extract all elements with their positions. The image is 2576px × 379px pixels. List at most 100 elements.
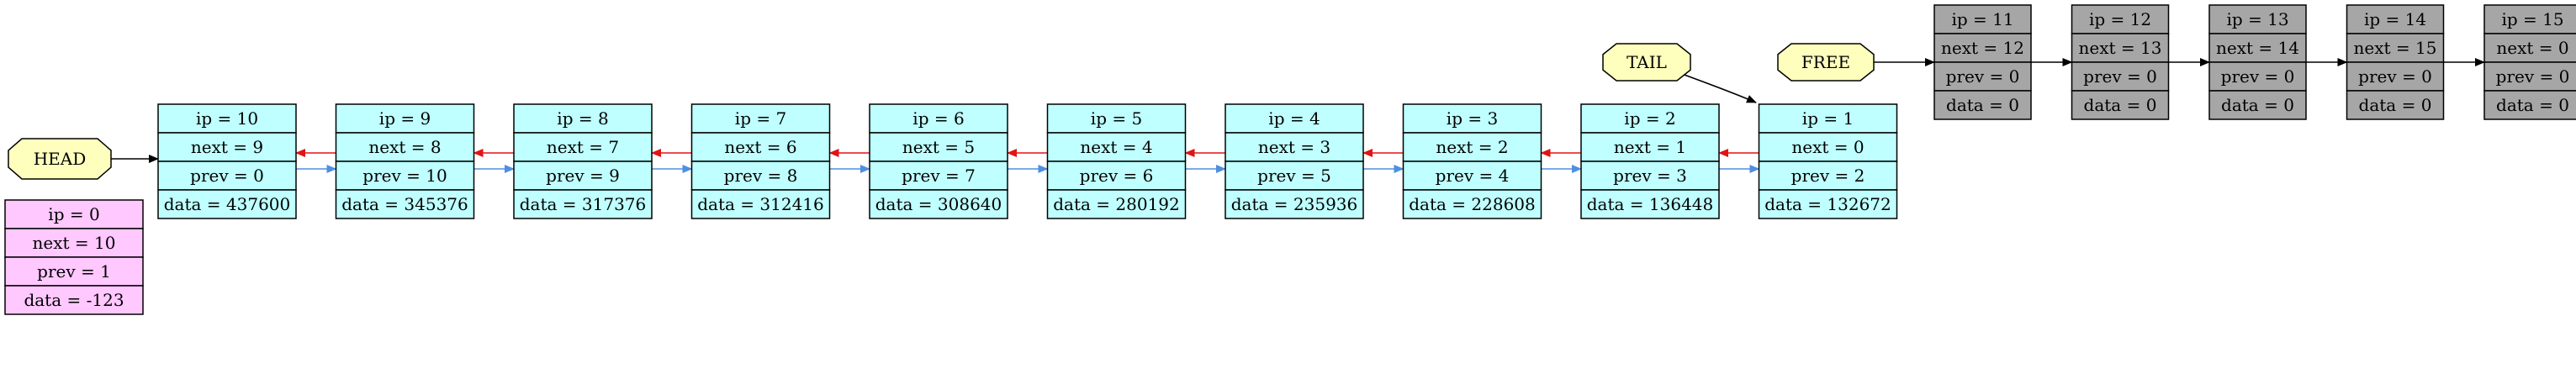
zero-node-next-cell (4, 228, 144, 258)
free-node-ip-cell (2208, 4, 2307, 34)
list-node-1-ip-cell (157, 103, 297, 134)
list-node-10-next-cell (1758, 132, 1898, 162)
zero-node-next-text: next = 10 (33, 233, 116, 253)
free-node-next-cell (1933, 33, 2032, 63)
free-node-ip-cell (1933, 4, 2032, 34)
zero-node-prev-cell (4, 256, 144, 287)
list-node-9: ip = 2 next = 1 prev = 3 data = 136448 (1580, 103, 1720, 219)
list-node-5-next-text: next = 5 (902, 137, 975, 157)
free-node-data-text: data = 0 (2084, 95, 2157, 115)
list-node-3-data-cell (513, 189, 653, 219)
list-node-9-data-cell (1580, 189, 1720, 219)
list-node-7-prev-text: prev = 5 (1257, 166, 1331, 186)
free-label: FREE (1777, 43, 1875, 82)
list-node-5-data-cell (869, 189, 1008, 219)
free-node-ip-text: ip = 11 (1951, 9, 2013, 29)
tail-arrow (1681, 73, 1757, 103)
head-label-text: HEAD (34, 149, 87, 169)
free-node-data-cell (2071, 90, 2170, 120)
list-node-6-prev-text: prev = 6 (1080, 166, 1154, 186)
free-node-ip-text: ip = 15 (2501, 9, 2563, 29)
free-node-data-cell (2208, 90, 2307, 120)
tail-label-shape (1602, 43, 1691, 82)
list-node-4-prev-text: prev = 8 (724, 166, 798, 186)
list-node-3-next-text: next = 7 (547, 137, 619, 157)
list-node-4-data-cell (690, 189, 831, 219)
free-node-prev-text: prev = 0 (2083, 66, 2157, 87)
list-node-3-prev-text: prev = 9 (546, 166, 620, 186)
free-node-next-cell (2208, 33, 2307, 63)
free-node-data-text: data = 0 (1946, 95, 2019, 115)
list-node-1-prev-text: prev = 0 (190, 166, 264, 186)
list-node-10-prev-text: prev = 2 (1791, 166, 1865, 186)
list-node-9-data-text: data = 136448 (1587, 194, 1714, 214)
list-node-3-ip-text: ip = 8 (557, 108, 608, 129)
list-node-6-data-text: data = 280192 (1053, 194, 1180, 214)
list-node-5-ip-cell (869, 103, 1008, 134)
list-node-2-prev-text: prev = 10 (362, 166, 447, 186)
list-node-6-ip-text: ip = 5 (1091, 108, 1142, 129)
list-node-1-data-text: data = 437600 (164, 194, 291, 214)
free-node-ip-cell (2346, 4, 2445, 34)
free-node-prev-text: prev = 0 (2221, 66, 2295, 87)
list-node-8-next-text: next = 2 (1436, 137, 1508, 157)
list-node-6: ip = 5 next = 4 prev = 6 data = 280192 (1046, 103, 1187, 219)
list-node-2: ip = 9 next = 8 prev = 10 data = 345376 (335, 103, 475, 219)
free-node-next-cell (2071, 33, 2170, 63)
list-node-9-next-text: next = 1 (1614, 137, 1686, 157)
list-node-9-prev-text: prev = 3 (1613, 166, 1687, 186)
zero-node-data-cell (4, 285, 144, 315)
list-node-2-data-text: data = 345376 (341, 194, 468, 214)
list-node-9-ip-text: ip = 2 (1624, 108, 1675, 129)
zero-node-prev-text: prev = 1 (37, 261, 111, 282)
list-node-10-prev-cell (1758, 161, 1898, 191)
list-node-4: ip = 7 next = 6 prev = 8 data = 312416 (690, 103, 831, 219)
free-node-ip-text: ip = 12 (2089, 9, 2151, 29)
free-node-next-text: next = 12 (1941, 38, 2024, 58)
free-label-text: FREE (1801, 52, 1850, 72)
free-node-next-text: next = 15 (2354, 38, 2437, 58)
free-node-prev-cell (2483, 61, 2576, 92)
free-node-prev-text: prev = 0 (2358, 66, 2432, 87)
list-node-8-data-text: data = 228608 (1409, 194, 1536, 214)
free-node-data-cell (2483, 90, 2576, 120)
free-node-next-text: next = 0 (2496, 38, 2568, 58)
list-node-6-data-cell (1046, 189, 1187, 219)
free-node-data-cell (1933, 90, 2032, 120)
list-node-4-ip-text: ip = 7 (735, 108, 786, 129)
list-node-6-ip-cell (1046, 103, 1187, 134)
list-node-8-data-cell (1402, 189, 1542, 219)
list-node-10-data-cell (1758, 189, 1898, 219)
free-node-data-text: data = 0 (2221, 95, 2294, 115)
head-label: HEAD (8, 138, 112, 180)
free-node-next-cell (2483, 33, 2576, 63)
list-node-4-data-text: data = 312416 (697, 194, 824, 214)
list-node-8-prev-text: prev = 4 (1436, 166, 1510, 186)
list-node-2-next-text: next = 8 (368, 137, 441, 157)
free-node-ip-cell (2071, 4, 2170, 34)
free-node-prev-cell (2208, 61, 2307, 92)
list-node-4-next-cell (690, 132, 831, 162)
zero-node-data-text: data = -123 (24, 290, 124, 310)
list-node-9-ip-cell (1580, 103, 1720, 134)
list-node-6-next-cell (1046, 132, 1187, 162)
list-node-6-next-text: next = 4 (1080, 137, 1152, 157)
list-node-5-prev-cell (869, 161, 1008, 191)
list-node-1-ip-text: ip = 10 (196, 108, 258, 129)
list-node-4-prev-cell (690, 161, 831, 191)
list-node-3-ip-cell (513, 103, 653, 134)
list-node-10-ip-text: ip = 1 (1802, 108, 1854, 129)
free-node-prev-text: prev = 0 (1946, 66, 2020, 87)
list-node-4-ip-cell (690, 103, 831, 134)
list-node-10-next-text: next = 0 (1791, 137, 1864, 157)
list-node-2-ip-text: ip = 9 (379, 108, 431, 129)
tail-label-text: TAIL (1627, 52, 1667, 72)
list-node-6-prev-cell (1046, 161, 1187, 191)
list-node-4-next-text: next = 6 (724, 137, 796, 157)
